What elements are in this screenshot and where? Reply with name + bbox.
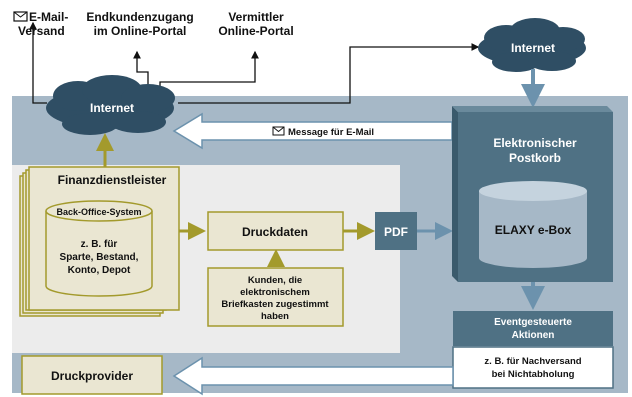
- backoffice-detail-2: Sparte, Bestand,: [60, 252, 139, 263]
- email-label-line1: E-Mail-: [29, 10, 68, 24]
- finanz-title: Finanzdienstleister: [58, 173, 167, 187]
- event-detail-box: [452, 346, 614, 389]
- event-header-box: [453, 311, 613, 346]
- ebox-label: ELAXY e-Box: [495, 223, 572, 237]
- line-to-right-internet: [178, 43, 480, 104]
- postkorb-title-line2: Postkorb: [509, 151, 561, 165]
- druckprovider-box: [21, 355, 163, 395]
- portal-label-line1: Endkundenzugang: [86, 10, 193, 24]
- kunden-line2: elektronischem: [240, 287, 310, 298]
- arrow-event-to-druckprovider: [172, 356, 454, 396]
- event-detail-line1: z. B. für Nachversand: [484, 356, 581, 367]
- ebox-cylinder: ELAXY e-Box: [479, 181, 587, 268]
- pdf-label: PDF: [384, 225, 408, 239]
- backoffice-cylinder: Back-Office-System z. B. für Sparte, Bes…: [45, 200, 153, 297]
- backoffice-detail-1: z. B. für: [81, 239, 118, 250]
- broker-label-line1: Vermittler: [228, 10, 284, 24]
- message-arrow-label: Message für E-Mail: [288, 127, 374, 138]
- kunden-line1: Kunden, die: [248, 275, 302, 286]
- line-to-email: [29, 21, 47, 104]
- email-label: E-Mail- Versand: [13, 10, 68, 38]
- internet-label-left: Internet: [90, 101, 134, 115]
- broker-label-line2: Online-Portal: [218, 24, 293, 38]
- druckprovider-label: Druckprovider: [51, 369, 133, 383]
- kunden-box: [207, 267, 344, 327]
- line-to-broker-portal: [159, 50, 259, 92]
- event-title-line1: Eventgesteuerte: [494, 317, 572, 328]
- message-arrow: Message für E-Mail: [172, 112, 453, 150]
- portal-label-line2: im Online-Portal: [94, 24, 187, 38]
- kunden-line3: Briefkasten zugestimmt: [221, 299, 329, 310]
- druckdaten-label: Druckdaten: [242, 225, 308, 239]
- event-detail-line2: bei Nichtabholung: [492, 369, 575, 380]
- pdf-box: [375, 212, 417, 250]
- backoffice-detail-3: Konto, Depot: [68, 265, 131, 276]
- internet-cloud-left: Internet: [46, 75, 175, 135]
- postkorb-title-line1: Elektronischer: [493, 136, 577, 150]
- event-title-line2: Aktionen: [512, 330, 555, 341]
- kunden-line4: haben: [261, 311, 289, 322]
- email-label-line2: Versand: [18, 24, 65, 38]
- internet-label-right: Internet: [511, 41, 555, 55]
- backoffice-title: Back-Office-System: [56, 207, 141, 217]
- line-to-portal: [133, 50, 149, 85]
- druckdaten-box: [207, 211, 344, 251]
- internet-cloud-right: Internet: [478, 18, 586, 72]
